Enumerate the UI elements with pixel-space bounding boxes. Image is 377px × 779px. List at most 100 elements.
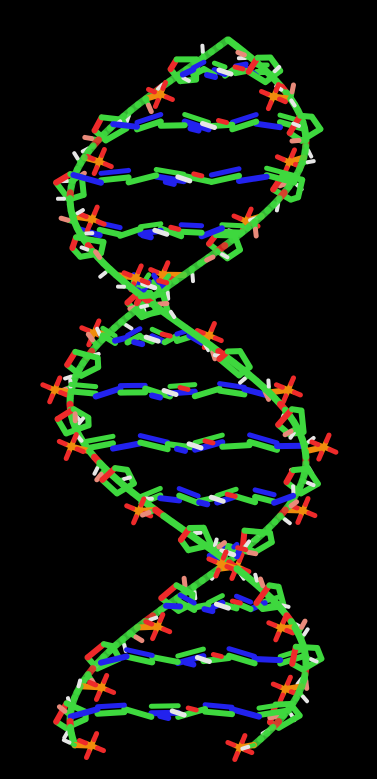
phosphate-oxygen-bond bbox=[273, 82, 281, 94]
phosphate-oxygen-bond bbox=[209, 321, 217, 332]
carbonyl-bond bbox=[235, 49, 247, 58]
sugar-ring-bond bbox=[267, 529, 275, 546]
phosphate-oxygen-bond bbox=[288, 375, 296, 387]
base-ring-bond bbox=[134, 112, 164, 125]
base-ring-bond bbox=[205, 593, 225, 606]
sugar-ring-bond bbox=[99, 476, 120, 497]
base-ring-bond bbox=[217, 381, 247, 390]
sugar-ring-bond bbox=[231, 232, 243, 253]
hydrogen-bond-stick bbox=[301, 694, 309, 704]
carbonyl-bond bbox=[216, 540, 227, 550]
base-oxygen bbox=[185, 705, 199, 713]
phosphate-oxygen-bond bbox=[77, 211, 89, 220]
sugar-ring-bond bbox=[308, 113, 324, 133]
phosphate-oxygen-bond bbox=[277, 96, 288, 105]
phosphate-oxygen-bond bbox=[243, 747, 255, 756]
phosphate-oxygen-bond bbox=[273, 382, 285, 390]
phosphate-oxygen-bond bbox=[58, 389, 70, 398]
phosphate-oxygen-bond bbox=[152, 97, 161, 109]
hydrogen-bond-stick bbox=[181, 76, 191, 83]
sugar-ring-bond bbox=[158, 582, 180, 602]
base-ring-bond bbox=[264, 165, 297, 178]
base-ring-bond bbox=[125, 326, 143, 338]
phosphate-oxygen-bond bbox=[306, 510, 318, 519]
base-ring-bond bbox=[153, 173, 187, 185]
base-ring-bond bbox=[178, 228, 205, 236]
base-ring-bond bbox=[125, 172, 160, 186]
sugar-ring-bond bbox=[216, 356, 243, 379]
sugar-ring-bond bbox=[200, 524, 215, 548]
base-hydrogen bbox=[213, 601, 231, 611]
base-ring-bond bbox=[219, 442, 253, 450]
hydrogen-bond-stick bbox=[148, 615, 159, 622]
hydrogen-bond-stick bbox=[306, 480, 316, 488]
phosphate-oxygen-bond bbox=[102, 161, 114, 170]
base-ring-bond bbox=[190, 66, 207, 78]
phosphate-oxygen-bond bbox=[157, 612, 166, 624]
base-nitrogen bbox=[196, 499, 211, 508]
base-ring-bond bbox=[179, 66, 197, 78]
base-hydrogen bbox=[152, 227, 170, 237]
base-ring-bond bbox=[121, 706, 155, 720]
phosphate-oxygen-bond bbox=[84, 749, 92, 760]
carbonyl-bond bbox=[85, 331, 95, 343]
base-nitrogen bbox=[131, 339, 146, 348]
sugar-ring-bond bbox=[94, 354, 102, 371]
base-ring-bond bbox=[256, 701, 289, 711]
sugar-ring-bond bbox=[53, 700, 70, 725]
sugar-ring-bond bbox=[98, 114, 126, 123]
base-oxygen bbox=[177, 385, 191, 392]
sugar-ring-bond bbox=[72, 348, 101, 361]
phosphate-oxygen-bond bbox=[164, 94, 175, 102]
phosphate-oxygen-bond bbox=[77, 738, 88, 746]
base-ring-bond bbox=[67, 706, 101, 720]
carbonyl-bond bbox=[289, 82, 296, 95]
hydrogen-bond-stick bbox=[139, 303, 149, 309]
base-oxygen bbox=[156, 278, 170, 286]
base-ring-bond bbox=[124, 647, 155, 658]
base-oxygen bbox=[168, 224, 182, 232]
carbonyl-bond bbox=[133, 634, 145, 644]
base-ring-bond bbox=[208, 172, 242, 185]
base-ring-bond bbox=[100, 325, 118, 339]
hydrogen-bond-stick bbox=[220, 252, 230, 260]
hydrogen-bond-stick bbox=[95, 326, 102, 337]
carbonyl-bond bbox=[204, 254, 216, 263]
hydrogen-bond-stick bbox=[92, 466, 100, 476]
phosphate-oxygen-bond bbox=[91, 731, 100, 743]
hydrogen-bond-stick bbox=[98, 270, 107, 279]
phosphate-oxygen-bond bbox=[84, 153, 96, 162]
phosphate-oxygen-bond bbox=[40, 382, 52, 390]
phosphate-oxygen-bond bbox=[92, 204, 100, 216]
base-ring-bond bbox=[253, 120, 283, 131]
base-ring-bond bbox=[142, 385, 173, 400]
base-ring-bond bbox=[163, 602, 184, 610]
base-hydrogen bbox=[169, 708, 187, 718]
base-ring-bond bbox=[92, 385, 124, 400]
phosphate-oxygen-bond bbox=[150, 630, 158, 642]
base-ring-bond bbox=[98, 174, 132, 184]
base-ring-bond bbox=[149, 654, 181, 665]
phosphate-oxygen-bond bbox=[136, 263, 144, 275]
base-ring-bond bbox=[226, 646, 258, 659]
hydrogen-bond-stick bbox=[124, 114, 131, 124]
carbonyl-bond bbox=[157, 301, 170, 307]
phosphate-oxygen-bond bbox=[143, 619, 155, 627]
hydrogen-bond-stick bbox=[272, 65, 282, 74]
phosphate-oxygen-bond bbox=[94, 690, 102, 702]
base-ring-bond bbox=[202, 702, 235, 710]
base-oxygen bbox=[229, 598, 243, 606]
base-nitrogen bbox=[157, 713, 172, 721]
base-ring-bond bbox=[95, 702, 127, 710]
base-ring-bond bbox=[198, 225, 225, 240]
base-ring-bond bbox=[134, 118, 164, 133]
phosphate-oxygen-bond bbox=[87, 679, 99, 688]
phosphate-oxygen-bond bbox=[79, 325, 91, 333]
phosphate-oxygen-bond bbox=[212, 335, 224, 344]
phosphate-oxygen-bond bbox=[266, 620, 278, 628]
hydrogen-bond-stick bbox=[302, 627, 310, 637]
phosphate-oxygen-bond bbox=[74, 446, 86, 455]
phosphate-oxygen-bond bbox=[93, 318, 102, 330]
hydrogen-bond-stick bbox=[309, 657, 319, 664]
base-nitrogen bbox=[139, 232, 154, 241]
